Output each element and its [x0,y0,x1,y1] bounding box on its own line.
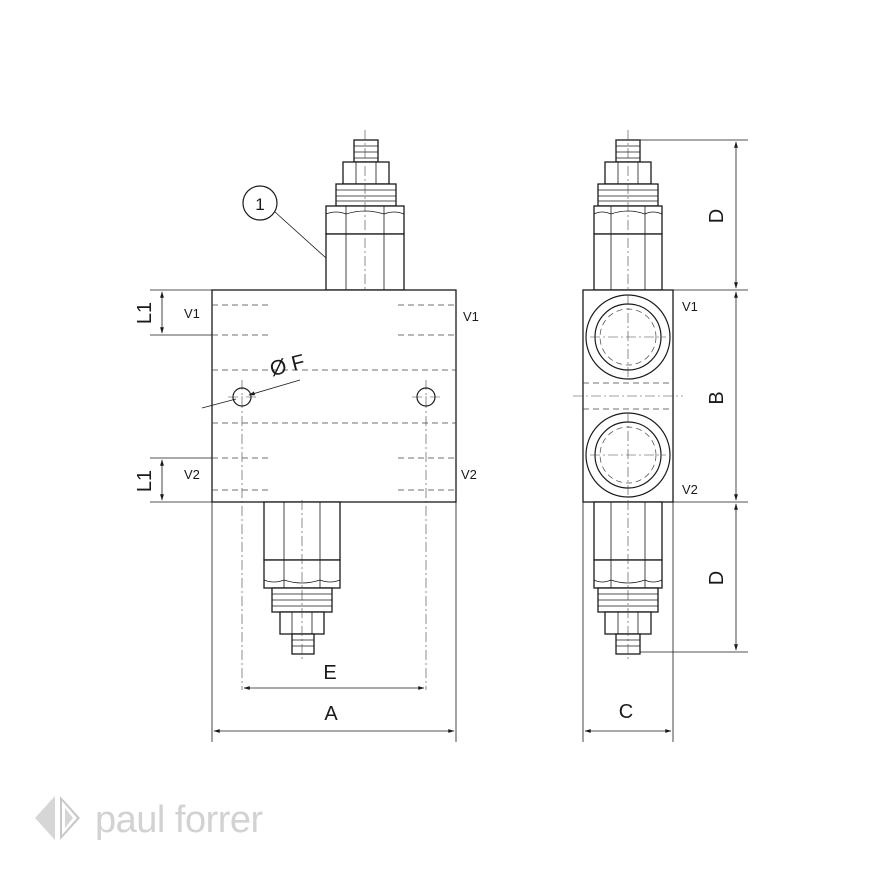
front-view: 1 L1 L1 V1 V1 V2 V2 Ø F E [134,130,479,742]
valve-block-front [211,289,457,503]
brand-logo: paul forrer [35,796,264,841]
port-v2-right: V2 [461,467,477,482]
side-upper-cartridge [593,130,663,292]
side-port-v2-label: V2 [682,482,698,497]
side-port-v1-label: V1 [682,299,698,314]
port-v2-left: V2 [184,467,200,482]
dim-e-label: E [323,662,336,684]
lower-cartridge [263,500,341,662]
callout-1: 1 [242,185,327,259]
side-lower-cartridge [593,500,663,662]
mounting-holes [228,380,440,690]
dim-c-label: C [619,701,633,723]
dim-d-bottom-label: D [706,571,728,585]
port-v2-side [585,412,671,498]
dim-d-top-label: D [706,209,728,223]
l1-bottom-label: L1 [134,470,156,492]
l1-top-label: L1 [134,302,156,324]
dim-b-label: B [706,391,728,404]
hidden-bores-front [212,304,456,491]
port-v1-right: V1 [463,309,479,324]
port-v1-left: V1 [184,306,200,321]
callout-number: 1 [255,195,264,214]
l1-dimensions: L1 L1 [134,289,212,503]
logo-text: paul forrer [95,799,264,841]
side-view: V1 V2 D [573,130,748,742]
port-v1-side [585,294,671,380]
upper-cartridge [325,130,405,292]
dim-a-label: A [324,703,338,725]
logo-mark-icon [35,796,80,840]
width-dimensions: E A [211,502,457,742]
